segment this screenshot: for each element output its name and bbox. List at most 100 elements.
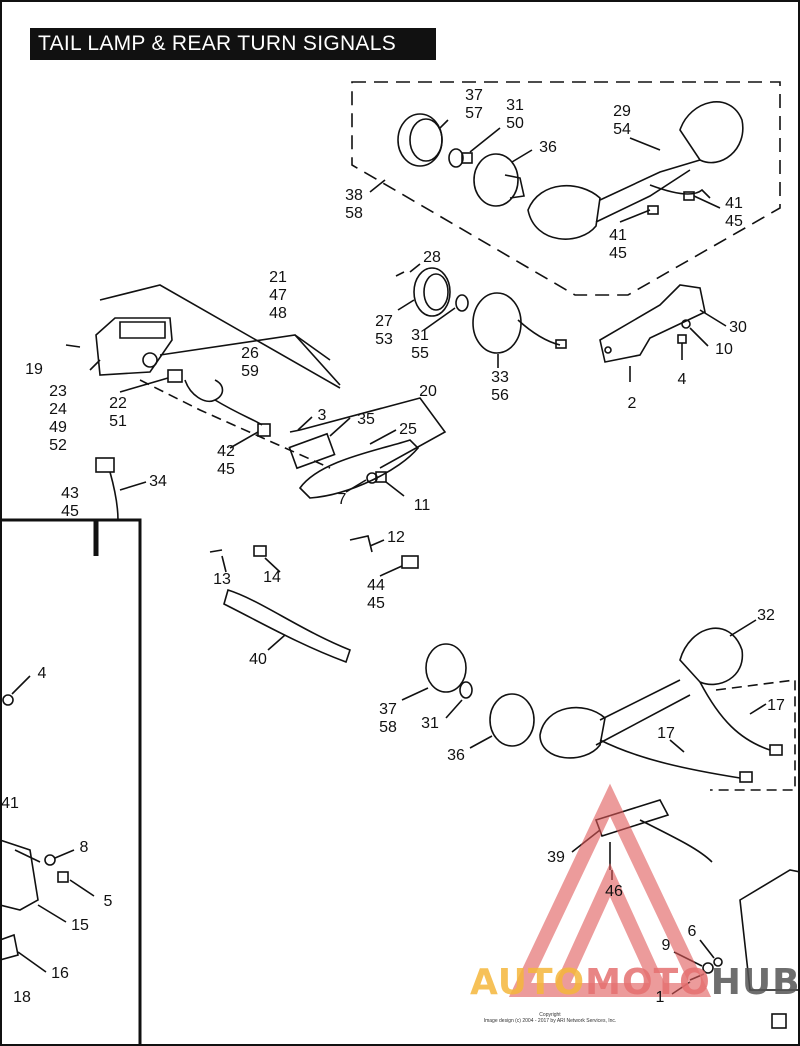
- callout-54: 54: [613, 121, 631, 138]
- callout-42: 42: [217, 443, 235, 460]
- callout-31: 31: [506, 97, 524, 114]
- housing-36-stem: [504, 174, 525, 199]
- wire-17-a: [699, 681, 771, 751]
- callout-37-lower: 37: [379, 701, 397, 718]
- leader: [693, 195, 721, 209]
- leader: [439, 119, 449, 129]
- leader: [221, 555, 227, 573]
- callout-14: 14: [263, 569, 281, 586]
- lens-27-inner: [423, 273, 449, 311]
- watermark-logo-icon: [508, 783, 712, 997]
- callout-31-lower: 31: [421, 715, 439, 732]
- callout-45-lower: 45: [367, 595, 385, 612]
- leader: [619, 209, 651, 223]
- bullet-lamp-right: [679, 101, 744, 164]
- watermark-auto: AUTO: [470, 962, 586, 1003]
- assembly-21-bracket: [99, 284, 341, 389]
- turn-signal-assembly-box: [351, 81, 781, 296]
- leader: [14, 849, 41, 863]
- diagram-title: TAIL LAMP & REAR TURN SIGNALS: [30, 28, 436, 60]
- callout-58: 58: [345, 205, 363, 222]
- bracket-16: [0, 933, 19, 961]
- socket-26-wire: [214, 399, 263, 426]
- connector-12: [349, 535, 373, 553]
- leader: [17, 951, 47, 973]
- callout-9: 9: [662, 937, 671, 954]
- bracket-30-hole: [604, 346, 612, 354]
- leader: [369, 179, 386, 193]
- callout-12: 12: [387, 529, 405, 546]
- callout-26: 26: [241, 345, 259, 362]
- callout-41-left: 41: [1, 795, 19, 812]
- callout-29: 29: [613, 103, 631, 120]
- leader: [69, 879, 95, 897]
- callout-34: 34: [149, 473, 167, 490]
- callout-33: 33: [491, 369, 509, 386]
- callout-16: 16: [51, 965, 69, 982]
- screw-19: [65, 344, 81, 348]
- harness-34: [109, 471, 119, 521]
- callout-10: 10: [715, 341, 733, 358]
- callout-36-top: 36: [539, 139, 557, 156]
- leader: [54, 849, 75, 859]
- callout-4-left: 4: [38, 665, 47, 682]
- callout-31-mid: 31: [411, 327, 429, 344]
- leader: [629, 137, 661, 151]
- callout-58-lower: 58: [379, 719, 397, 736]
- leader: [229, 431, 259, 449]
- lamp-35: [288, 432, 336, 470]
- bullet-lamp-lower-left: [539, 706, 606, 759]
- leader: [409, 263, 421, 273]
- callout-57: 57: [465, 105, 483, 122]
- bolt-5: [57, 871, 69, 883]
- callout-45-tail: 45: [217, 461, 235, 478]
- leader: [345, 479, 367, 493]
- callout-6: 6: [688, 923, 697, 940]
- callout-7: 7: [338, 491, 347, 508]
- assembly-20-bracket: [299, 397, 447, 469]
- watermark-moto: MOTO: [585, 962, 711, 1003]
- callout-44: 44: [367, 577, 385, 594]
- connector-14: [253, 545, 267, 557]
- license-bracket-25: [298, 439, 420, 499]
- bulb-31-base: [461, 152, 473, 164]
- housing-33-wire: [517, 319, 561, 346]
- bolt-lower-right: [771, 1013, 787, 1029]
- nut-11: [375, 471, 387, 483]
- leader: [119, 481, 147, 491]
- callout-41-mid: 41: [609, 227, 627, 244]
- leader: [423, 307, 456, 331]
- callout-2: 2: [628, 395, 637, 412]
- leader: [669, 739, 685, 753]
- mount-bracket-right: [739, 869, 800, 991]
- lens-37-lower: [425, 643, 467, 693]
- callout-45-right: 45: [725, 213, 743, 230]
- leader: [397, 299, 415, 311]
- callout-28: 28: [423, 249, 441, 266]
- leader: [89, 359, 101, 371]
- washer-7: [366, 472, 378, 484]
- leader: [511, 149, 533, 163]
- copyright-line-1: Copyright: [539, 1012, 561, 1018]
- callout-11: 11: [414, 497, 431, 514]
- leader: [297, 416, 313, 431]
- leader: [469, 127, 501, 153]
- connector-44: [401, 555, 419, 569]
- callout-37: 37: [465, 87, 483, 104]
- left-sub-frame: [0, 518, 142, 1045]
- housing-33-plug: [555, 339, 567, 349]
- callout-40: 40: [249, 651, 267, 668]
- lens-37-inner: [409, 118, 443, 162]
- bulb-31: [448, 148, 464, 168]
- callout-43: 43: [61, 485, 79, 502]
- washer-10: [681, 319, 691, 329]
- callout-52: 52: [49, 437, 67, 454]
- leader: [379, 565, 403, 577]
- callout-47: 47: [269, 287, 287, 304]
- callout-49: 49: [49, 419, 67, 436]
- leader: [11, 675, 31, 695]
- callout-36-lower: 36: [447, 747, 465, 764]
- callout-8: 8: [80, 839, 89, 856]
- leader: [729, 619, 757, 637]
